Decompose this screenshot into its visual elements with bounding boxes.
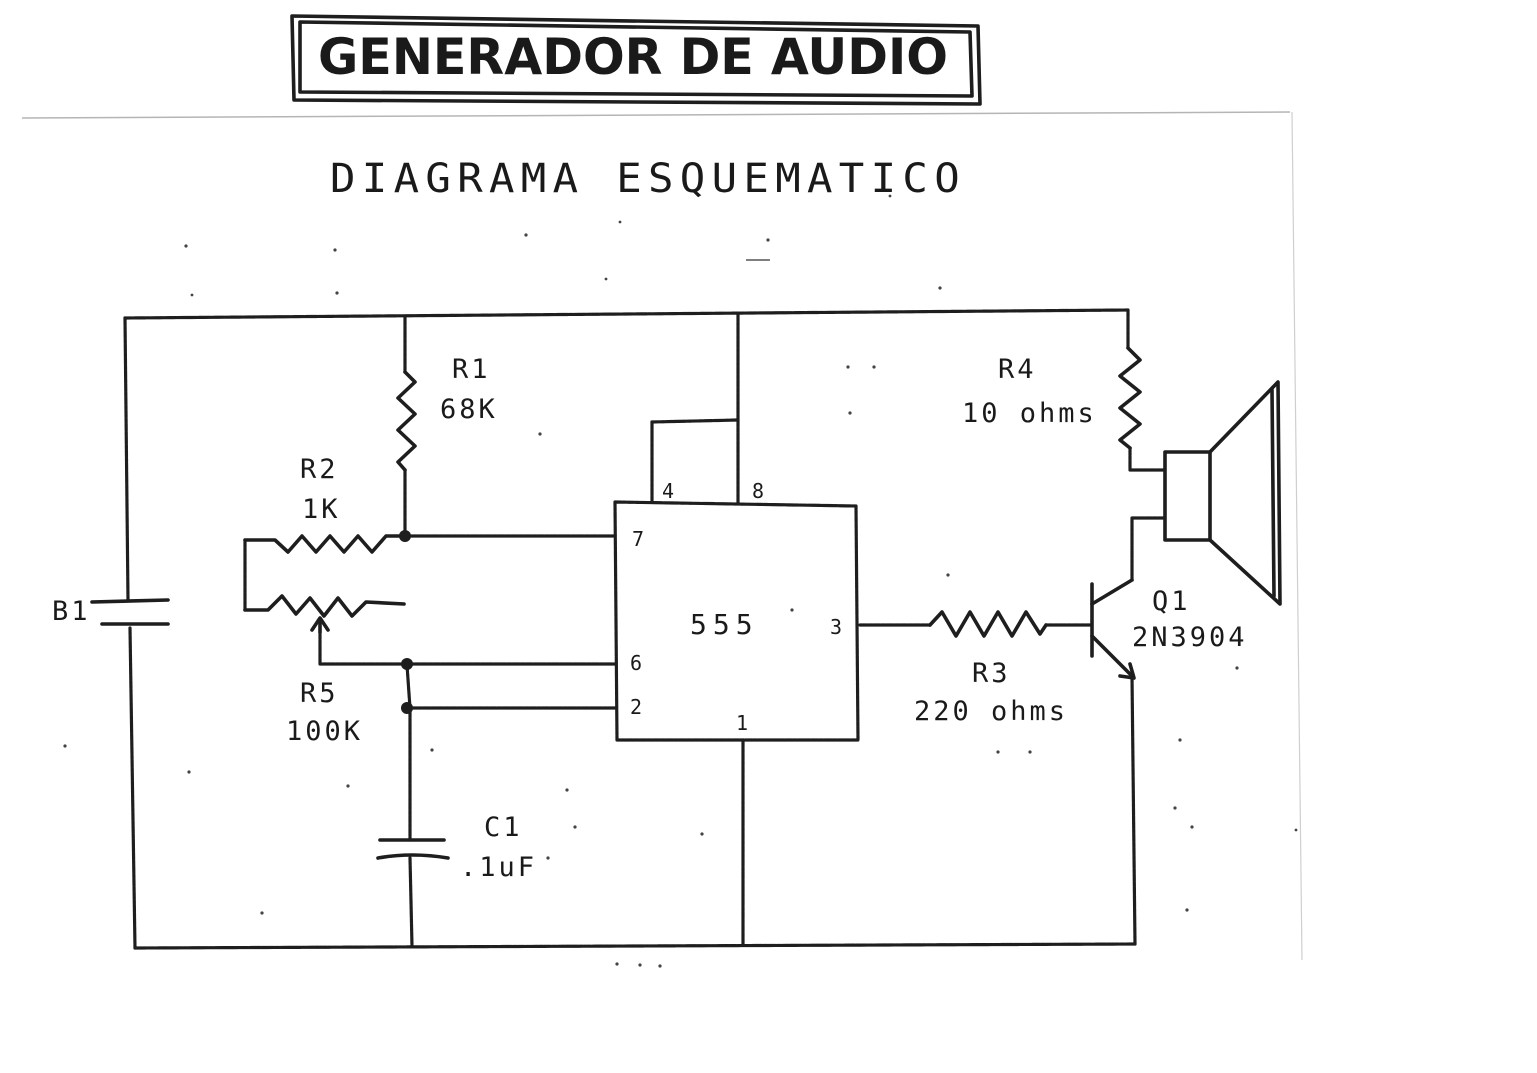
pin-8-label: 8 bbox=[752, 479, 764, 503]
paper-edge-right bbox=[1291, 111, 1303, 961]
junction-dots bbox=[399, 530, 413, 714]
potentiometer-r5: R5 100K bbox=[243, 594, 406, 747]
r3-value: 220 ohms bbox=[914, 696, 1068, 727]
c1-value: .1uF bbox=[460, 852, 537, 883]
r4-value: 10 ohms bbox=[962, 398, 1097, 429]
junction-node bbox=[401, 702, 413, 714]
ic-label: 555 bbox=[690, 608, 759, 641]
resistor-r3: R3 220 ohms bbox=[914, 610, 1068, 727]
q1-value: 2N3904 bbox=[1132, 622, 1248, 653]
pin-4-label: 4 bbox=[662, 479, 674, 503]
r3-ref: R3 bbox=[972, 658, 1011, 689]
resistor-r1: R1 68K bbox=[396, 354, 498, 472]
capacitor-c1: C1 .1uF bbox=[376, 812, 537, 883]
pin-2-label: 2 bbox=[630, 695, 642, 719]
battery-b1-ref: B1 bbox=[52, 596, 91, 627]
pin-3-label: 3 bbox=[830, 615, 842, 639]
schematic-title: DIAGRAMA ESQUEMATICO bbox=[330, 156, 966, 202]
resistor-r4: R4 10 ohms bbox=[962, 346, 1142, 450]
title-box: GENERADOR DE AUDIO bbox=[290, 14, 982, 106]
r1-ref: R1 bbox=[452, 354, 491, 385]
scan-noise bbox=[63, 194, 1298, 968]
transistor-q1: Q1 2N3904 bbox=[1090, 578, 1248, 680]
r1-value: 68K bbox=[440, 394, 498, 425]
pin-1-label: 1 bbox=[736, 711, 748, 735]
handwritten-title: GENERADOR DE AUDIO bbox=[318, 28, 948, 86]
resistor-r2: R2 1K bbox=[243, 454, 407, 554]
battery-b1: B1 bbox=[52, 596, 170, 627]
pin-7-label: 7 bbox=[632, 527, 644, 551]
r2-value: 1K bbox=[302, 494, 341, 525]
c1-ref: C1 bbox=[484, 812, 523, 843]
r2-ref: R2 bbox=[300, 454, 339, 485]
junction-node bbox=[401, 658, 413, 670]
r5-value: 100K bbox=[286, 716, 363, 747]
wiring bbox=[123, 308, 1167, 950]
paper-edge-top bbox=[21, 111, 1291, 119]
r4-ref: R4 bbox=[998, 354, 1037, 385]
speaker-icon bbox=[1163, 380, 1282, 606]
ic-555: 555 7 4 8 3 6 2 1 bbox=[613, 479, 860, 742]
pin-6-label: 6 bbox=[630, 651, 642, 675]
q1-ref: Q1 bbox=[1152, 586, 1191, 617]
r5-ref: R5 bbox=[300, 678, 339, 709]
